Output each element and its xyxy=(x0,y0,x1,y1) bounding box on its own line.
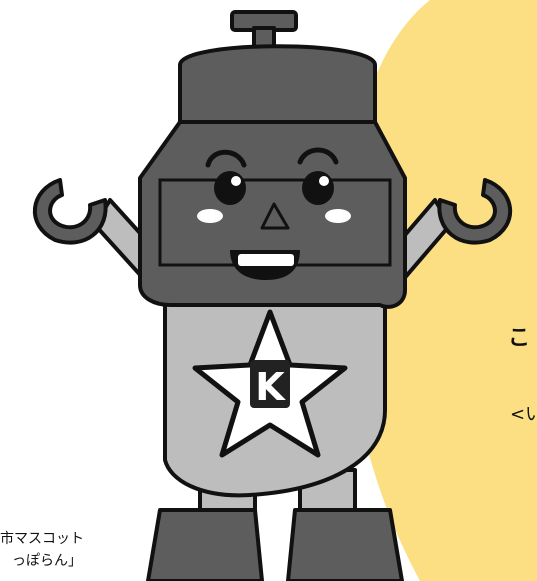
left-cheek xyxy=(197,209,223,223)
right-eyebrow-icon xyxy=(297,147,339,165)
speech-bubble xyxy=(344,0,537,581)
mascot-caption: 市マスコット っぽらん」 xyxy=(0,528,140,572)
head-cap xyxy=(178,44,377,127)
mouth-icon xyxy=(230,250,300,280)
right-eye-icon xyxy=(302,171,334,205)
caption-line-2: っぽらん」 xyxy=(12,553,82,569)
bubble-sub-fragment: <い xyxy=(510,404,537,425)
nose-icon xyxy=(260,202,290,230)
legs xyxy=(146,468,404,581)
right-cheek xyxy=(325,209,351,223)
left-eyebrow-icon xyxy=(205,149,247,168)
left-eye-icon xyxy=(214,171,246,205)
caption-line-1: 市マスコット xyxy=(0,531,84,547)
star-emblem: K xyxy=(192,309,348,458)
bubble-heading-fragment: こ xyxy=(508,326,531,351)
emblem-letter: K xyxy=(255,365,286,409)
antenna xyxy=(230,10,298,52)
